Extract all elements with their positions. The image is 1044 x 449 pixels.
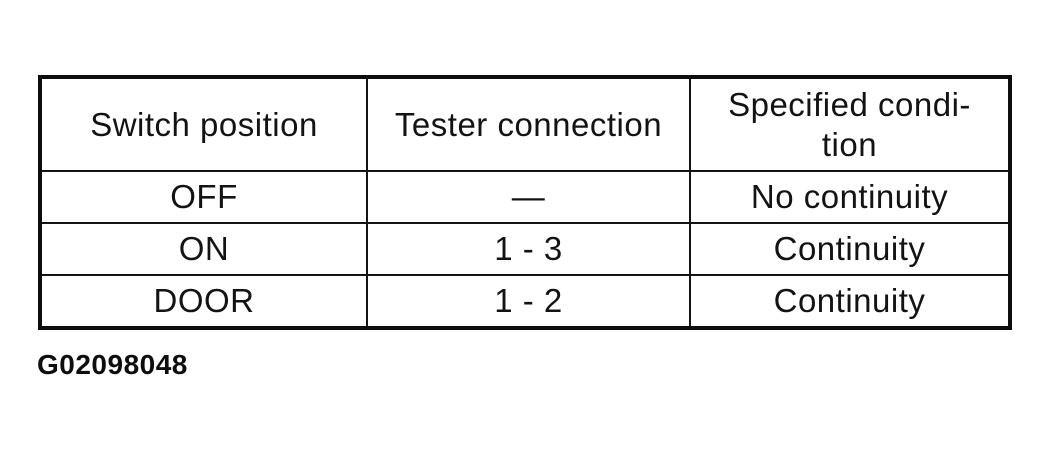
figure-id-caption: G02098048 xyxy=(37,349,188,380)
continuity-spec-table: Switch position Tester connection Specif… xyxy=(38,75,1012,330)
table-row-door: DOOR 1 - 2 Continuity xyxy=(39,274,1011,329)
cell-specified-condition: No continuity xyxy=(689,170,1011,224)
cell-tester-connection: 1 - 3 xyxy=(366,222,691,276)
cell-specified-condition: Continuity xyxy=(689,274,1011,329)
cell-switch-position: OFF xyxy=(39,170,368,224)
cell-switch-position: DOOR xyxy=(39,274,368,329)
col-header-tester-connection: Tester connection xyxy=(366,76,691,172)
cell-switch-position: ON xyxy=(39,222,368,276)
header-row: Switch position Tester connection Specif… xyxy=(39,76,1011,172)
table-row-on: ON 1 - 3 Continuity xyxy=(39,222,1011,276)
cell-specified-condition: Continuity xyxy=(689,222,1011,276)
table-row-off: OFF — No continuity xyxy=(39,170,1011,224)
col-header-switch-position: Switch position xyxy=(39,76,368,172)
col-header-specified-condition: Specified condi- tion xyxy=(689,76,1011,172)
cell-tester-connection: 1 - 2 xyxy=(366,274,691,329)
cell-tester-connection: — xyxy=(366,170,691,224)
